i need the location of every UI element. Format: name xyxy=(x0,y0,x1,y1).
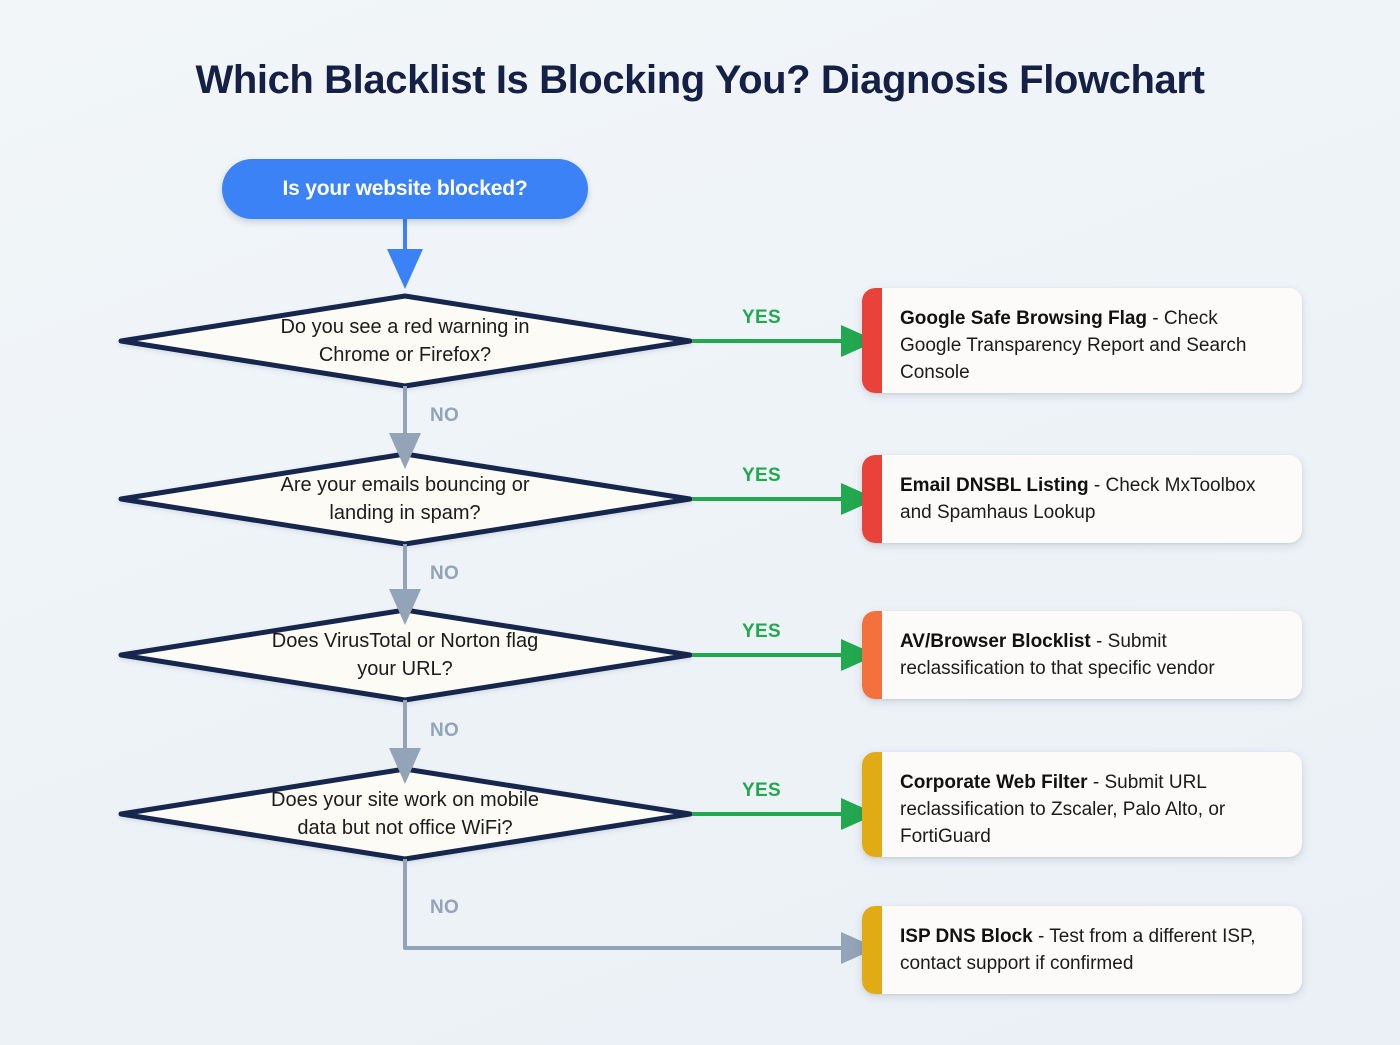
decision-diamond-email xyxy=(118,451,693,547)
start-node[interactable]: Is your website blocked? xyxy=(222,159,588,219)
card-title: Google Safe Browsing Flag xyxy=(900,308,1148,329)
page-title: Which Blacklist Is Blocking You? Diagnos… xyxy=(195,58,1205,102)
card-accent-bar xyxy=(862,611,882,699)
card-body: AV/Browser Blocklist - Submit reclassifi… xyxy=(882,611,1302,699)
result-card-email-dnsbl[interactable]: Email DNSBL Listing - Check MxToolbox an… xyxy=(862,455,1302,543)
card-separator: - xyxy=(1032,926,1050,947)
card-accent-bar xyxy=(862,906,882,994)
connector-no-d4-card5 xyxy=(403,859,877,964)
card-accent-bar xyxy=(862,455,882,543)
edge-label-no-3: NO xyxy=(430,720,460,741)
card-separator: - xyxy=(1087,772,1105,793)
edge-label-yes-4: YES xyxy=(742,780,781,801)
card-title: ISP DNS Block xyxy=(900,926,1033,947)
result-card-corporate-web-filter[interactable]: Corporate Web Filter - Submit URL reclas… xyxy=(862,752,1302,857)
edge-label-no-1: NO xyxy=(430,405,460,426)
card-title: Email DNSBL Listing xyxy=(900,475,1089,496)
card-title: Corporate Web Filter xyxy=(900,772,1088,793)
card-title: AV/Browser Blocklist xyxy=(900,631,1091,652)
edge-label-no-2: NO xyxy=(430,563,460,584)
decision-diamond-warning xyxy=(118,293,693,389)
card-detail: Submit URL reclassification to Zscaler, … xyxy=(900,772,1226,847)
card-detail: Test from a different ISP, contact suppo… xyxy=(900,926,1256,974)
card-body: Corporate Web Filter - Submit URL reclas… xyxy=(882,752,1302,857)
card-body: Email DNSBL Listing - Check MxToolbox an… xyxy=(882,455,1302,543)
card-separator: - xyxy=(1147,308,1164,329)
card-accent-bar xyxy=(862,288,882,393)
card-accent-bar xyxy=(862,752,882,857)
card-detail: Submit reclassification to that specific… xyxy=(900,631,1215,679)
card-separator: - xyxy=(1090,631,1108,652)
start-node-label: Is your website blocked? xyxy=(282,177,528,200)
result-card-av-browser-blocklist[interactable]: AV/Browser Blocklist - Submit reclassifi… xyxy=(862,611,1302,699)
decision-diamond-wifi xyxy=(118,766,693,862)
decision-diamond-av xyxy=(118,607,693,703)
card-separator: - xyxy=(1088,475,1106,496)
result-card-isp-dns-block[interactable]: ISP DNS Block - Test from a different IS… xyxy=(862,906,1302,994)
edge-label-yes-2: YES xyxy=(742,465,781,486)
edge-label-yes-3: YES xyxy=(742,621,781,642)
card-body: ISP DNS Block - Test from a different IS… xyxy=(882,906,1302,994)
result-card-google-safe-browsing[interactable]: Google Safe Browsing Flag - Check Google… xyxy=(862,288,1302,393)
card-detail: Check Google Transparency Report and Sea… xyxy=(900,308,1247,383)
card-body: Google Safe Browsing Flag - Check Google… xyxy=(882,288,1302,393)
card-detail: Check MxToolbox and Spamhaus Lookup xyxy=(900,475,1256,523)
edge-label-yes-1: YES xyxy=(742,307,781,328)
edge-label-no-4: NO xyxy=(430,897,460,918)
